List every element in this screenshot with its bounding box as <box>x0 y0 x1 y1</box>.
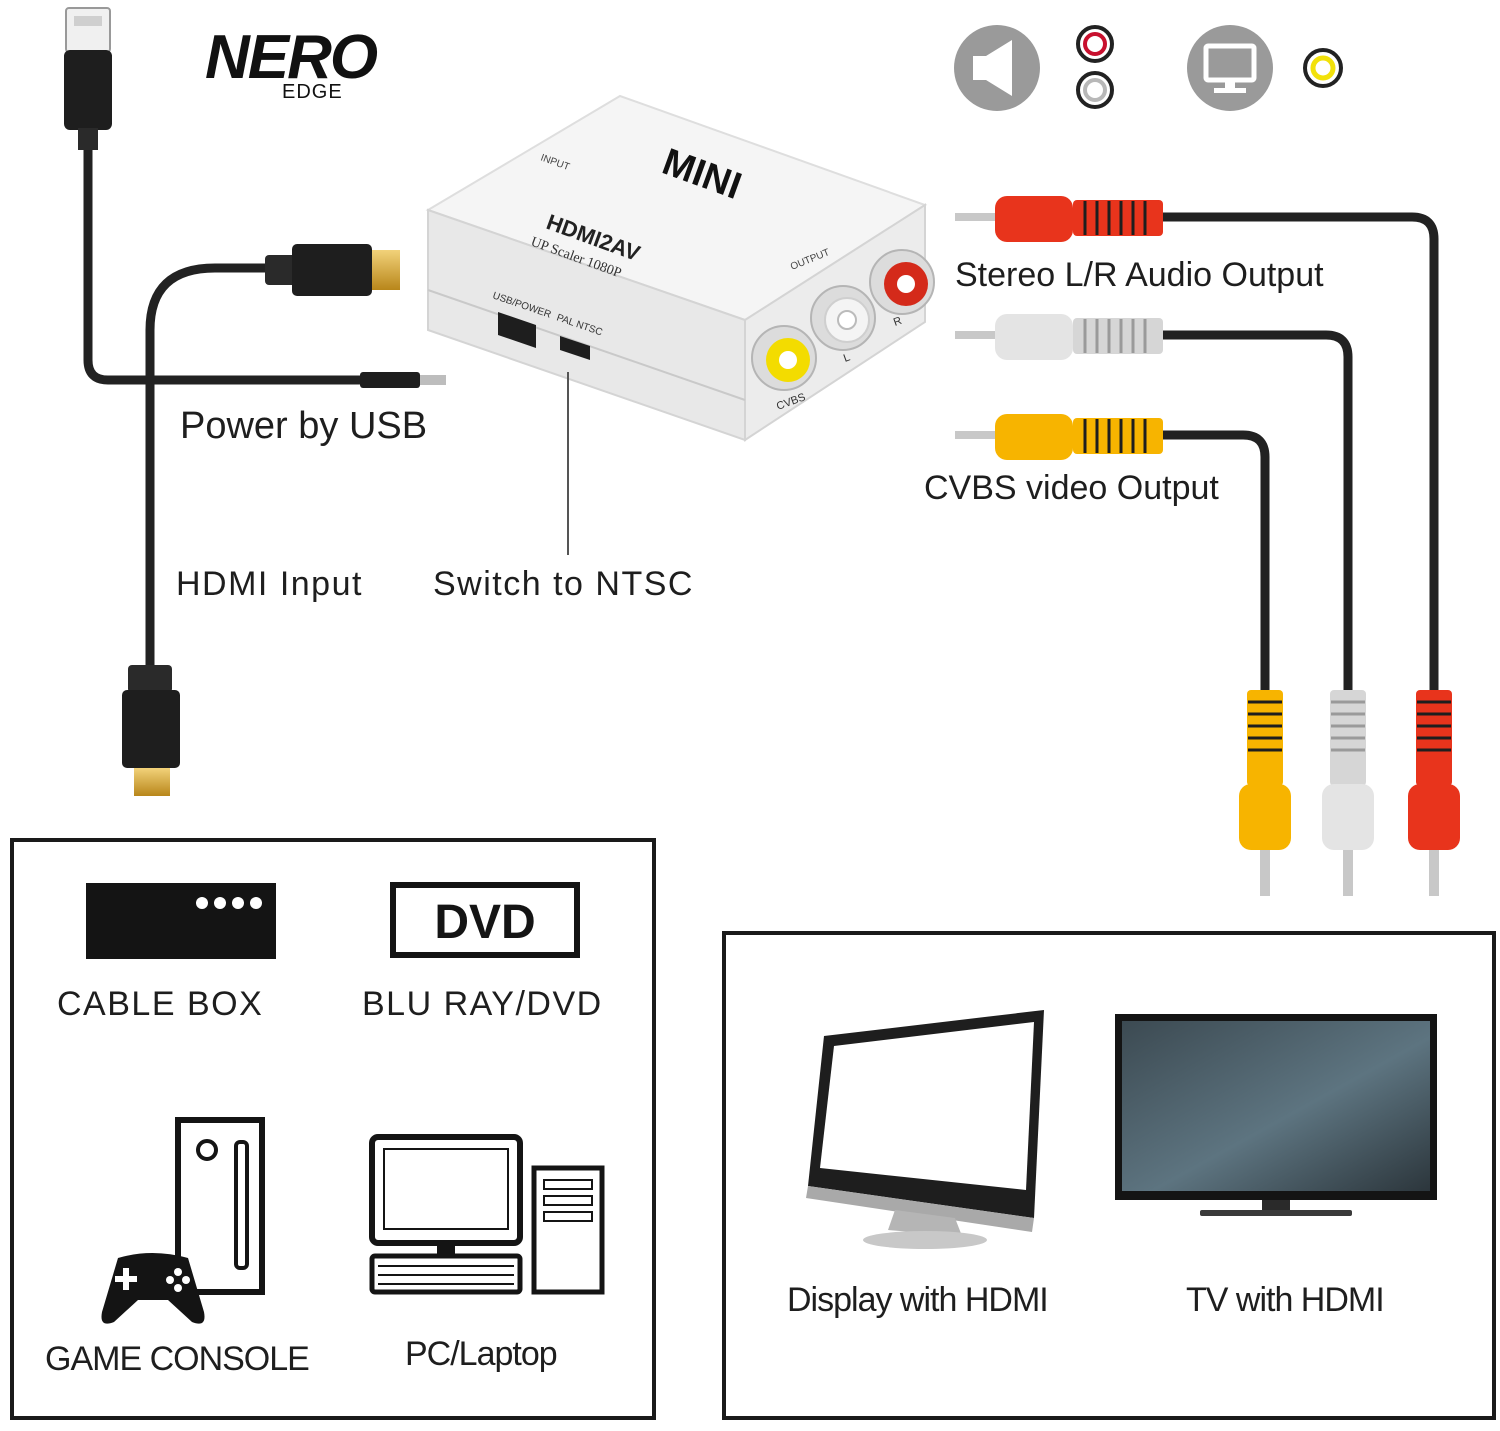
hdmi2av-converter: MINI HDMI2AV UP Scaler 1080P INPUT OUTPU… <box>425 94 935 442</box>
dvd-icon: DVD <box>390 882 580 958</box>
jack-label-r: R <box>892 315 904 329</box>
rca-yellow-icon <box>1303 48 1343 88</box>
pal-ntsc-switch <box>560 336 590 360</box>
usb-power-port <box>498 312 536 348</box>
label-tv-hdmi: TV with HDMI <box>1186 1281 1385 1319</box>
rca-cable-yellow <box>955 414 1291 896</box>
tv-icon <box>1115 1014 1437 1216</box>
rca-cable-red <box>955 196 1460 896</box>
usb-cable <box>64 7 446 388</box>
display-monitor-icon <box>806 1010 1044 1249</box>
label-switch-ntsc: Switch to NTSC <box>433 565 694 603</box>
rca-jack-red <box>869 249 935 315</box>
pc-laptop-icon <box>369 1134 605 1295</box>
cable-box-icon <box>86 883 276 959</box>
label-pc-laptop: PC/Laptop <box>405 1335 558 1373</box>
label-game-console: GAME CONSOLE <box>45 1340 310 1378</box>
rca-jack-yellow <box>751 325 817 391</box>
label-hdmi-input: HDMI Input <box>176 565 363 603</box>
speaker-icon <box>954 25 1040 111</box>
label-display-hdmi: Display with HDMI <box>787 1281 1049 1319</box>
game-console-icon <box>101 1117 265 1324</box>
hdmi-cable <box>122 244 400 796</box>
monitor-icon <box>1187 25 1273 111</box>
label-cable-box: CABLE BOX <box>57 985 264 1023</box>
logo-text: NERO <box>205 23 378 92</box>
brand-logo: NERO EDGE <box>205 23 380 103</box>
label-cvbs-video-output: CVBS video Output <box>924 469 1219 507</box>
label-stereo-audio-output: Stereo L/R Audio Output <box>955 256 1324 294</box>
rca-jack-white <box>810 285 876 351</box>
display-panel <box>722 931 1496 1420</box>
logo-subtext: EDGE <box>282 81 343 103</box>
rca-cable-white <box>955 314 1374 896</box>
dvd-badge-text: DVD <box>434 896 535 949</box>
jack-label-l: L <box>842 351 852 364</box>
source-panel <box>10 838 656 1420</box>
rca-jacks-icon <box>1076 25 1114 109</box>
label-blu-ray-dvd: BLU RAY/DVD <box>362 985 603 1023</box>
label-power-usb: Power by USB <box>180 405 428 447</box>
